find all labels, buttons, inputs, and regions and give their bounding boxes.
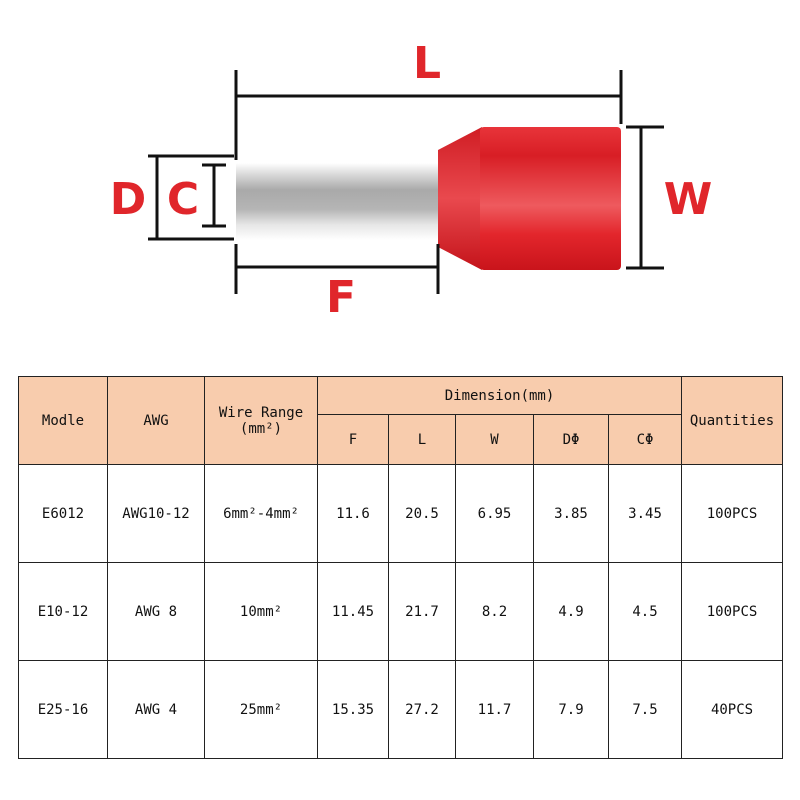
cell-w: 8.2 xyxy=(455,562,534,661)
header-w: W xyxy=(455,414,534,465)
header-wire-range-line2: (mm²) xyxy=(239,420,283,437)
cell-awg: AWG 8 xyxy=(107,562,205,661)
cell-w: 6.95 xyxy=(455,464,534,563)
cell-qty: 100PCS xyxy=(681,562,784,661)
cell-d: 7.9 xyxy=(533,660,609,759)
dimension-f xyxy=(234,244,440,294)
header-l: L xyxy=(388,414,456,465)
header-wire-range: Wire Range (mm²) xyxy=(204,376,318,465)
cell-d: 4.9 xyxy=(533,562,609,661)
header-wire-range-line1: Wire Range xyxy=(218,404,304,421)
cell-model: E6012 xyxy=(18,464,108,563)
label-c: C xyxy=(167,174,199,225)
insulation-cap xyxy=(480,127,621,270)
cell-c: 4.5 xyxy=(607,562,683,661)
cell-f: 11.6 xyxy=(317,464,389,563)
cell-l: 20.5 xyxy=(388,464,456,563)
cell-awg: AWG 4 xyxy=(107,660,205,759)
dimension-w xyxy=(626,125,664,270)
dimension-l xyxy=(234,70,623,160)
metal-tube xyxy=(236,163,440,240)
spec-table: Modle AWG Wire Range (mm²) Dimension(mm)… xyxy=(18,376,784,759)
cell-awg: AWG10-12 xyxy=(107,464,205,563)
header-quantities: Quantities xyxy=(681,376,784,465)
cell-c: 7.5 xyxy=(607,660,683,759)
label-f: F xyxy=(326,272,356,323)
cell-w: 11.7 xyxy=(455,660,534,759)
label-l: L xyxy=(413,38,441,89)
table-row: E6012 AWG10-12 6mm²-4mm² 11.6 20.5 6.95 … xyxy=(18,464,784,563)
cell-c: 3.45 xyxy=(607,464,683,563)
cell-f: 11.45 xyxy=(317,562,389,661)
header-f: F xyxy=(317,414,389,465)
label-d: D xyxy=(110,174,147,225)
label-w: W xyxy=(664,174,713,225)
header-model: Modle xyxy=(18,376,108,465)
cell-f: 15.35 xyxy=(317,660,389,759)
cell-l: 27.2 xyxy=(388,660,456,759)
cell-model: E10-12 xyxy=(18,562,108,661)
cell-wire-range: 6mm²-4mm² xyxy=(204,464,318,563)
cell-qty: 100PCS xyxy=(681,464,784,563)
dimension-c xyxy=(202,163,226,228)
header-d: DΦ xyxy=(533,414,609,465)
cell-d: 3.85 xyxy=(533,464,609,563)
header-dimension: Dimension(mm) xyxy=(316,376,683,415)
insulation-cap-cone xyxy=(438,127,482,270)
cell-qty: 40PCS xyxy=(681,660,784,759)
table-row: E10-12 AWG 8 10mm² 11.45 21.7 8.2 4.9 4.… xyxy=(18,562,784,661)
table-row: E25-16 AWG 4 25mm² 15.35 27.2 11.7 7.9 7… xyxy=(18,660,784,759)
cell-model: E25-16 xyxy=(18,660,108,759)
cell-l: 21.7 xyxy=(388,562,456,661)
dimension-d xyxy=(148,154,234,241)
header-c: CΦ xyxy=(607,414,683,465)
cell-wire-range: 25mm² xyxy=(204,660,318,759)
ferrule-dimension-diagram: L D C F W xyxy=(110,38,713,323)
cell-wire-range: 10mm² xyxy=(204,562,318,661)
header-awg: AWG xyxy=(107,376,205,465)
